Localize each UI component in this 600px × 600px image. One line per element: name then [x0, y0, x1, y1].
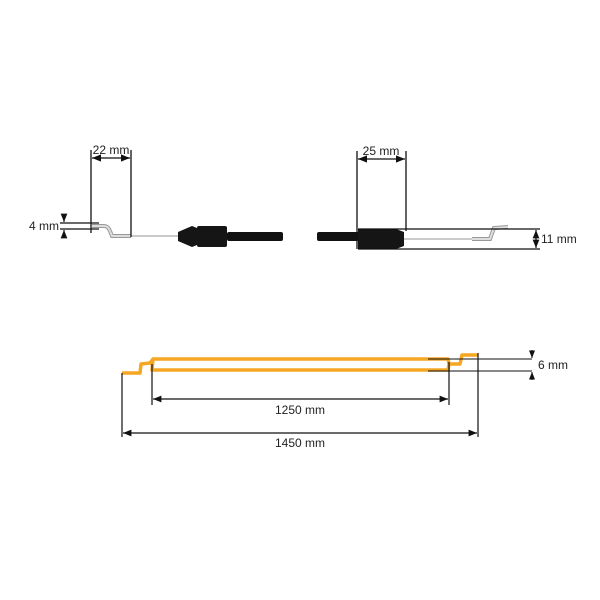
dim-11mm-label: 11 mm — [541, 232, 577, 246]
left-outer-cable — [227, 232, 283, 241]
dim-1250mm-label: 1250 mm — [275, 403, 325, 417]
right-outer-cable — [317, 232, 359, 241]
left-cable-end: 22 mm 4 mm — [29, 143, 283, 247]
dim-6mm-label: 6 mm — [538, 358, 568, 372]
right-connector — [358, 229, 404, 249]
dim-22mm-label: 22 mm — [93, 143, 130, 157]
overall-cable: 1250 mm 1450 mm 6 mm — [121, 350, 568, 450]
cable-outline — [122, 353, 478, 375]
dim-4mm-label: 4 mm — [29, 219, 59, 233]
right-cable-end: 25 mm 11 mm — [317, 144, 577, 250]
left-connector-body — [197, 226, 227, 247]
left-connector-cone — [178, 226, 197, 247]
dim-1450mm-label: 1450 mm — [275, 436, 325, 450]
dim-25mm-label: 25 mm — [363, 144, 400, 158]
